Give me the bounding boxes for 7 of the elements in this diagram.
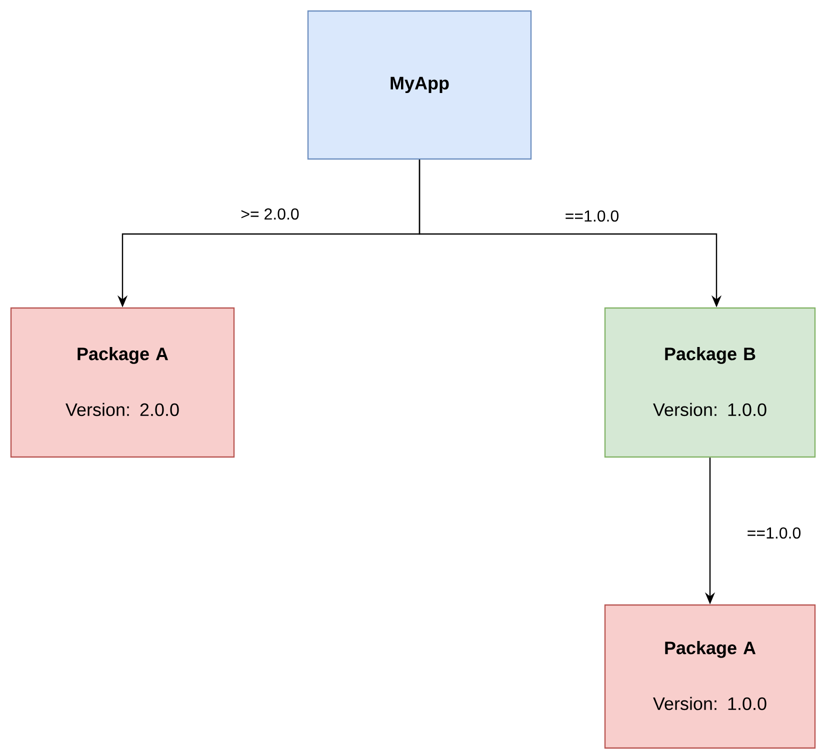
package-box: Package A Version: 2.0.0 (10, 307, 235, 458)
process-box: MyApp (307, 10, 532, 160)
edge-label: ==1.0.0 (744, 525, 804, 541)
edge-label: >= 2.0.0 (238, 206, 302, 222)
edge-label: ==1.0.0 (562, 208, 622, 224)
package-box: Package A Version: 1.0.0 (604, 604, 816, 749)
package-box: Package B Version: 1.0.0 (604, 307, 816, 458)
